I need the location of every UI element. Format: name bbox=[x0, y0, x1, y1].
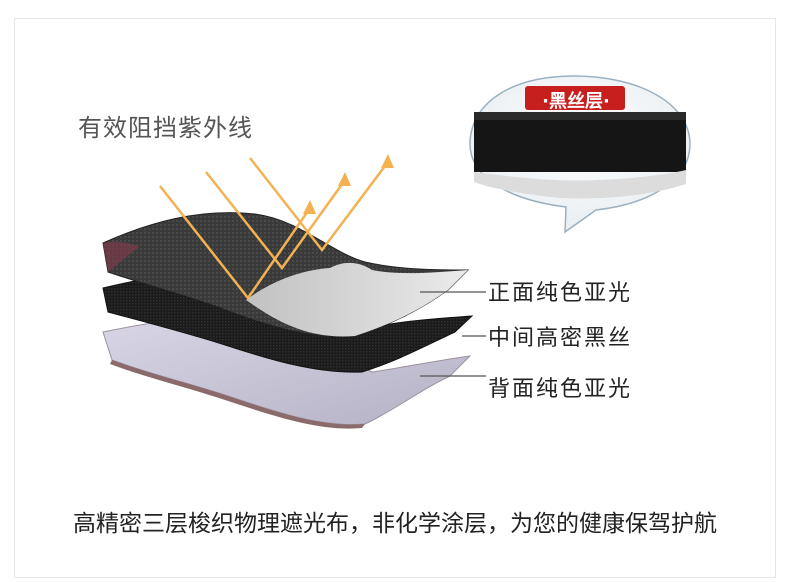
arrowhead-2 bbox=[338, 172, 351, 186]
black-silk-title: ·黑丝层· bbox=[542, 91, 610, 112]
uv-arrowheads bbox=[303, 154, 394, 214]
uv-arrows bbox=[159, 157, 389, 301]
middle-layer-label: 中间高密黑丝 bbox=[488, 326, 633, 351]
uv-arrow-3 bbox=[249, 157, 389, 253]
black-silk-texture bbox=[474, 112, 686, 199]
arrowhead-3 bbox=[381, 154, 394, 168]
back-layer-label: 背面纯色亚光 bbox=[488, 377, 633, 402]
leader-lines bbox=[420, 291, 486, 377]
uv-block-headline: 有效阻挡紫外线 bbox=[78, 114, 253, 142]
front-layer bbox=[102, 212, 470, 338]
uv-arrow-2 bbox=[205, 171, 347, 271]
front-layer-label: 正面纯色亚光 bbox=[488, 281, 633, 306]
product-caption: 高精密三层梭织物理遮光布，非化学涂层，为您的健康保驾护航 bbox=[73, 511, 717, 537]
black-silk-bubble bbox=[469, 75, 691, 234]
uv-arrow-1 bbox=[159, 185, 312, 301]
arrowhead-1 bbox=[303, 200, 316, 214]
bubble-title-bg bbox=[525, 86, 625, 110]
